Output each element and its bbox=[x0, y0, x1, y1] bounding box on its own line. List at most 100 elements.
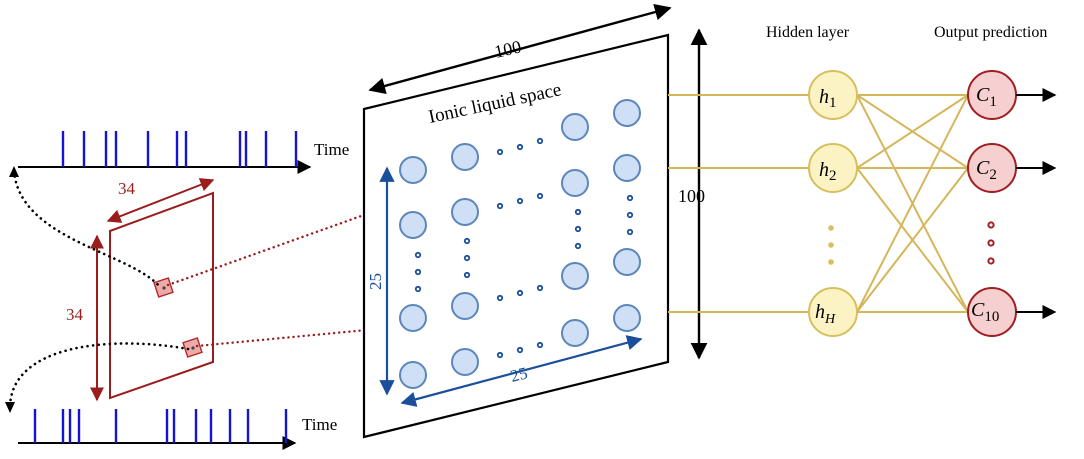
ion-circle bbox=[613, 304, 641, 332]
spikes-top bbox=[61, 131, 298, 167]
ion-circle bbox=[399, 361, 427, 389]
ellipsis-dot bbox=[828, 225, 834, 231]
panel-height-label: 100 bbox=[678, 186, 705, 206]
ion-circle bbox=[399, 211, 427, 239]
hidden-node-subscript: 1 bbox=[829, 95, 837, 111]
ellipsis-dot bbox=[414, 268, 422, 276]
ion-circle bbox=[451, 198, 479, 226]
ellipsis-dot bbox=[463, 237, 471, 245]
dotted-curve-bottom-arrowhead bbox=[5, 402, 15, 413]
ellipsis-dot bbox=[496, 148, 504, 156]
ellipsis-dot bbox=[536, 284, 544, 292]
spike-train-top: Time bbox=[18, 131, 349, 174]
ellipsis-dot bbox=[626, 194, 634, 202]
ellipsis-dot bbox=[828, 259, 834, 265]
input-frame-group: 34 34 bbox=[5, 166, 494, 413]
hidden-output-connection bbox=[856, 167, 969, 313]
grid-width-label: 25 bbox=[508, 363, 529, 386]
hidden-node-base: h bbox=[815, 301, 825, 323]
ion-circle bbox=[561, 319, 589, 347]
hidden-node-circle bbox=[808, 143, 858, 193]
hidden-node-subscript: H bbox=[824, 312, 836, 327]
ionic-liquid-panel: Ionic liquid space 100 100 25 25 bbox=[362, 3, 708, 439]
hidden-node-base: h bbox=[819, 159, 829, 181]
spike-train-bottom: Time bbox=[18, 409, 337, 450]
ion-circle bbox=[561, 169, 589, 197]
ionic-circles bbox=[399, 99, 641, 389]
hidden-node-label: h1 bbox=[819, 86, 837, 111]
frame-width-label: 34 bbox=[118, 179, 136, 198]
ion-circle bbox=[451, 292, 479, 320]
ellipsis-dot bbox=[536, 341, 544, 349]
ion-circle bbox=[561, 262, 589, 290]
hidden-output-connection bbox=[856, 94, 969, 169]
output-node-label: C2 bbox=[976, 157, 997, 183]
hidden-node-H: hH bbox=[808, 287, 858, 337]
ion-circle bbox=[451, 348, 479, 376]
hidden-node-circle bbox=[808, 70, 858, 120]
output-node-10: C10 bbox=[967, 287, 1057, 337]
hidden-node-subscript: 2 bbox=[829, 168, 837, 184]
dotted-curve-top bbox=[12, 169, 162, 289]
ellipsis-dot bbox=[516, 197, 524, 205]
panel-width-label: 100 bbox=[492, 36, 523, 62]
ellipsis-dot bbox=[987, 239, 995, 247]
pixel-dot-upper bbox=[162, 286, 166, 290]
hidden-node-2: h2 bbox=[808, 143, 858, 193]
ion-circle bbox=[613, 154, 641, 182]
ellipsis-dot bbox=[536, 192, 544, 200]
ellipsis-dot bbox=[574, 242, 582, 250]
ion-circle bbox=[613, 99, 641, 127]
output-node-subscript: 1 bbox=[989, 94, 997, 110]
output-node-2: C2 bbox=[967, 143, 1057, 193]
output-node-base: C bbox=[976, 84, 990, 106]
projection-line-lower bbox=[195, 318, 494, 348]
connections bbox=[668, 94, 969, 313]
output-node-label: C10 bbox=[971, 299, 999, 325]
frame-width-arrow bbox=[106, 178, 215, 223]
time-label-bottom: Time bbox=[302, 415, 337, 434]
ion-circle bbox=[451, 143, 479, 171]
hidden-node-label: h2 bbox=[819, 159, 837, 184]
hidden-node-circle bbox=[808, 287, 858, 337]
ionic-ellipsis-dots bbox=[414, 137, 634, 359]
output-ellipsis bbox=[987, 221, 995, 265]
dotted-curve-top-arrowhead bbox=[9, 166, 19, 177]
ellipsis-dot bbox=[574, 208, 582, 216]
hidden-output-connection bbox=[856, 94, 969, 313]
pixel-dot-lower bbox=[191, 346, 195, 350]
ellipsis-dot bbox=[626, 228, 634, 236]
ion-circle bbox=[399, 304, 427, 332]
output-node-base: C bbox=[976, 157, 990, 179]
hidden-layer-header: Hidden layer bbox=[766, 24, 850, 41]
ion-circle bbox=[561, 113, 589, 141]
hidden-node-label: hH bbox=[815, 301, 836, 327]
ellipsis-dot bbox=[987, 257, 995, 265]
panel-width-arrow bbox=[368, 3, 672, 95]
dotted-curve-bottom bbox=[8, 342, 190, 410]
ellipsis-dot bbox=[626, 211, 634, 219]
ellipsis-dot bbox=[463, 271, 471, 279]
ellipsis-dot bbox=[414, 285, 422, 293]
hidden-node-base: h bbox=[819, 86, 829, 108]
output-node-subscript: 10 bbox=[984, 309, 999, 325]
ellipsis-dot bbox=[516, 143, 524, 151]
ellipsis-dot bbox=[828, 242, 834, 248]
output-header: Output prediction bbox=[934, 24, 1047, 41]
neural-network: Hidden layer Output prediction h1 h2 bbox=[668, 24, 1057, 337]
ellipsis-dot bbox=[516, 289, 524, 297]
ellipsis-dot bbox=[463, 254, 471, 262]
ellipsis-dot bbox=[496, 202, 504, 210]
time-label-top: Time bbox=[314, 140, 349, 159]
hidden-ellipsis bbox=[828, 225, 834, 265]
ellipsis-dot bbox=[496, 351, 504, 359]
output-node-subscript: 2 bbox=[989, 167, 997, 183]
output-node-base: C bbox=[971, 299, 985, 321]
ellipsis-dot bbox=[987, 221, 995, 229]
ion-circle bbox=[399, 156, 427, 184]
frame-height-label: 34 bbox=[66, 305, 84, 324]
output-node-label: C1 bbox=[976, 84, 997, 110]
output-node-1: C1 bbox=[967, 70, 1057, 120]
grid-width-arrow bbox=[400, 335, 643, 407]
